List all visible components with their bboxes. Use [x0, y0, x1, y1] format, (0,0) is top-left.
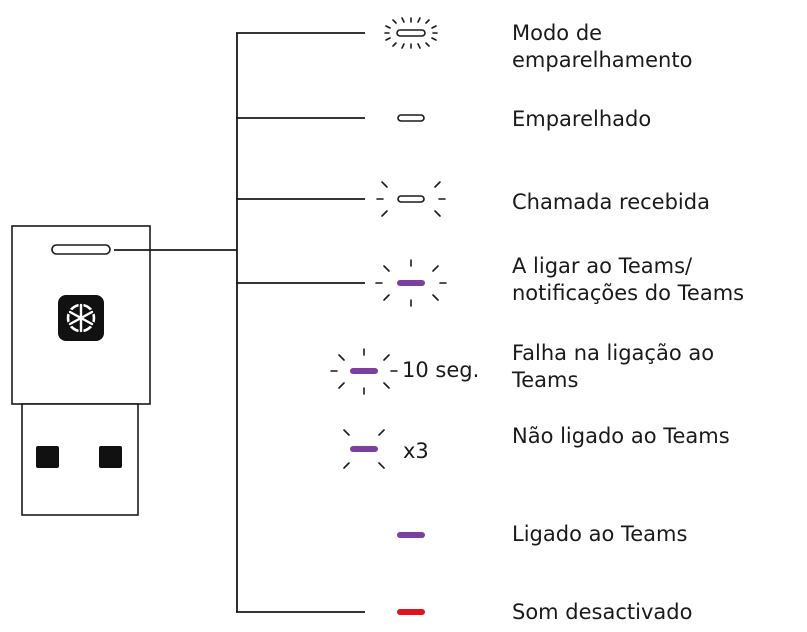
label-connecting-teams: A ligar ao Teams/ notificações do Teams [512, 254, 745, 305]
label-muted: Som desactivado [512, 600, 693, 624]
led-not-connected-teams-blink [343, 429, 385, 469]
label-teams-failure: Falha na ligação ao Teams [512, 341, 715, 392]
usb-contact-right [99, 446, 122, 468]
led-incoming-call-blink [376, 181, 446, 217]
usb-dongle [11, 225, 151, 516]
teams-asterisk-logo-icon [58, 295, 104, 341]
led-teams-failure-blink [330, 348, 398, 395]
led-paired-solid [397, 114, 425, 122]
label-connected-teams: Ligado ao Teams [512, 522, 688, 546]
label-incoming-call: Chamada recebida [512, 190, 710, 214]
led-pairing-fast-blink [384, 17, 438, 49]
dongle-led-window [51, 244, 111, 255]
label-not-connected-teams: Não ligado ao Teams [512, 424, 730, 448]
connector-lines [114, 32, 365, 613]
led-connecting-teams-blink [375, 259, 447, 307]
led-connected-teams-solid [397, 532, 425, 538]
suffix-duration: 10 seg. [402, 358, 480, 382]
label-pairing-mode: Modo de emparelhamento [512, 21, 693, 72]
suffix-repeat-count: x3 [403, 439, 429, 463]
label-paired: Emparelhado [512, 107, 652, 131]
usb-contact-left [36, 446, 59, 468]
led-muted-solid [397, 609, 425, 615]
